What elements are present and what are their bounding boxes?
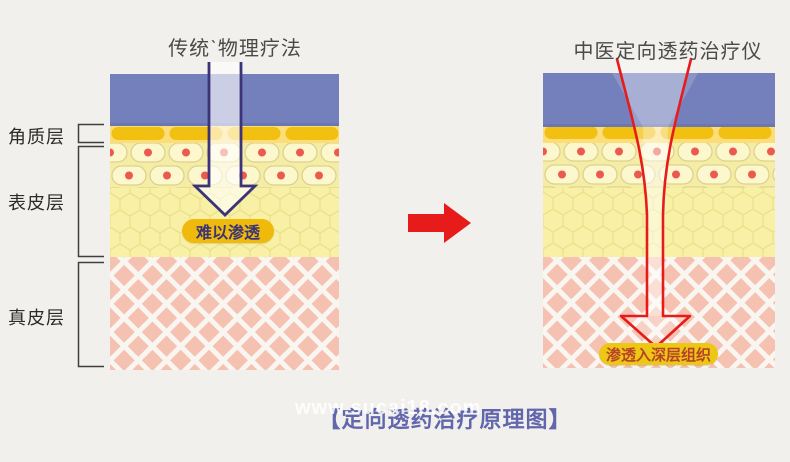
blocked-arrow bbox=[191, 62, 259, 217]
dermis-bracket bbox=[77, 261, 104, 368]
epidermis-bracket bbox=[77, 145, 104, 258]
corneum-bracket bbox=[77, 123, 104, 144]
layer-label-epidermis: 表皮层 bbox=[8, 193, 65, 213]
layer-label-dermis: 真皮层 bbox=[8, 308, 65, 328]
corneum-band bbox=[543, 127, 775, 143]
gel-layer-edge bbox=[543, 124, 775, 127]
left-skin-diagram bbox=[110, 74, 339, 370]
right-transition-arrow-icon bbox=[408, 203, 471, 243]
left-panel-title: 传统ˋ物理疗法 bbox=[168, 38, 302, 60]
gel-layer bbox=[543, 73, 775, 127]
diagram-caption: 【定向透药治疗原理图】 bbox=[318, 407, 572, 432]
left-result-badge: 难以渗透 bbox=[182, 219, 274, 243]
dermis-layer bbox=[110, 257, 339, 370]
penetrating-arrow bbox=[615, 57, 693, 349]
cell-layer bbox=[543, 143, 775, 188]
honeycomb-layer bbox=[543, 188, 775, 257]
layer-label-corneum: 角质层 bbox=[8, 127, 65, 147]
penetration-glow-top bbox=[612, 73, 698, 127]
right-panel-title: 中医定向透药治疗仪 bbox=[573, 41, 763, 63]
right-result-badge: 渗透入深层组织 bbox=[599, 343, 718, 365]
